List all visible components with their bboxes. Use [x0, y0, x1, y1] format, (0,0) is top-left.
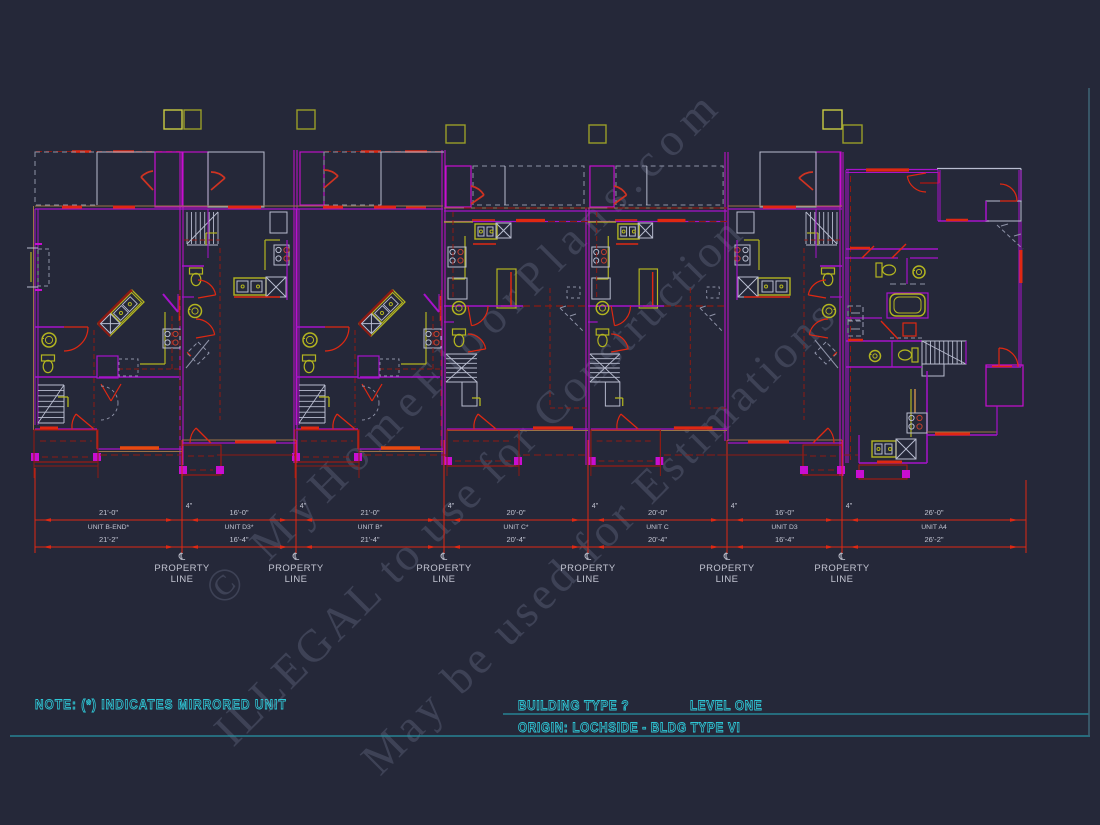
svg-text:℄: ℄ — [584, 552, 592, 563]
svg-text:LEVEL ONE: LEVEL ONE — [690, 697, 762, 713]
svg-text:LINE: LINE — [716, 574, 739, 585]
svg-text:PROPERTY: PROPERTY — [154, 563, 210, 574]
svg-text:NOTE: (*) INDICATES MIRRORED: NOTE: (*) INDICATES MIRRORED UNIT — [35, 696, 287, 712]
svg-text:℄: ℄ — [723, 552, 731, 563]
svg-text:PROPERTY: PROPERTY — [814, 563, 870, 574]
svg-text:16'-0": 16'-0" — [229, 508, 248, 517]
svg-text:UNIT D3: UNIT D3 — [771, 524, 798, 531]
svg-text:UNIT C*: UNIT C* — [503, 524, 529, 531]
svg-text:26'-2": 26'-2" — [924, 535, 943, 544]
svg-text:21'-2": 21'-2" — [99, 535, 118, 544]
svg-text:PROPERTY: PROPERTY — [268, 563, 324, 574]
svg-text:26'-0": 26'-0" — [924, 508, 943, 517]
svg-text:UNIT D3*: UNIT D3* — [225, 524, 254, 531]
svg-text:LINE: LINE — [171, 574, 194, 585]
svg-text:LINE: LINE — [577, 574, 600, 585]
svg-text:PROPERTY: PROPERTY — [699, 563, 755, 574]
svg-text:20'-4": 20'-4" — [506, 535, 525, 544]
svg-text:4": 4" — [846, 503, 853, 510]
svg-text:4": 4" — [731, 503, 738, 510]
svg-text:4": 4" — [592, 503, 599, 510]
svg-text:LINE: LINE — [285, 574, 308, 585]
svg-text:4": 4" — [448, 503, 455, 510]
svg-text:20'-0": 20'-0" — [648, 508, 667, 517]
svg-text:20'-0": 20'-0" — [506, 508, 525, 517]
svg-text:16'-4": 16'-4" — [229, 535, 248, 544]
svg-text:℄: ℄ — [838, 552, 846, 563]
svg-text:ORIGIN: LOCHSIDE - BLDG TYPE V: ORIGIN: LOCHSIDE - BLDG TYPE VI — [518, 719, 740, 735]
svg-text:UNIT B-END*: UNIT B-END* — [88, 524, 130, 531]
svg-text:21'-4": 21'-4" — [360, 535, 379, 544]
svg-text:℄: ℄ — [178, 552, 186, 563]
svg-text:16'-0": 16'-0" — [775, 508, 794, 517]
svg-text:21'-0": 21'-0" — [360, 508, 379, 517]
svg-text:LINE: LINE — [831, 574, 854, 585]
svg-text:PROPERTY: PROPERTY — [416, 563, 472, 574]
svg-text:20'-4": 20'-4" — [648, 535, 667, 544]
svg-text:UNIT A4: UNIT A4 — [921, 524, 947, 531]
svg-text:℄: ℄ — [292, 552, 300, 563]
svg-text:UNIT B*: UNIT B* — [358, 524, 383, 531]
svg-text:PROPERTY: PROPERTY — [560, 563, 616, 574]
svg-text:4": 4" — [186, 503, 193, 510]
svg-text:16'-4": 16'-4" — [775, 535, 794, 544]
svg-text:UNIT C: UNIT C — [646, 524, 669, 531]
svg-text:BUILDING TYPE ?: BUILDING TYPE ? — [518, 697, 629, 713]
svg-text:LINE: LINE — [433, 574, 456, 585]
svg-text:4": 4" — [300, 503, 307, 510]
svg-text:21'-0": 21'-0" — [99, 508, 118, 517]
svg-text:℄: ℄ — [440, 552, 448, 563]
